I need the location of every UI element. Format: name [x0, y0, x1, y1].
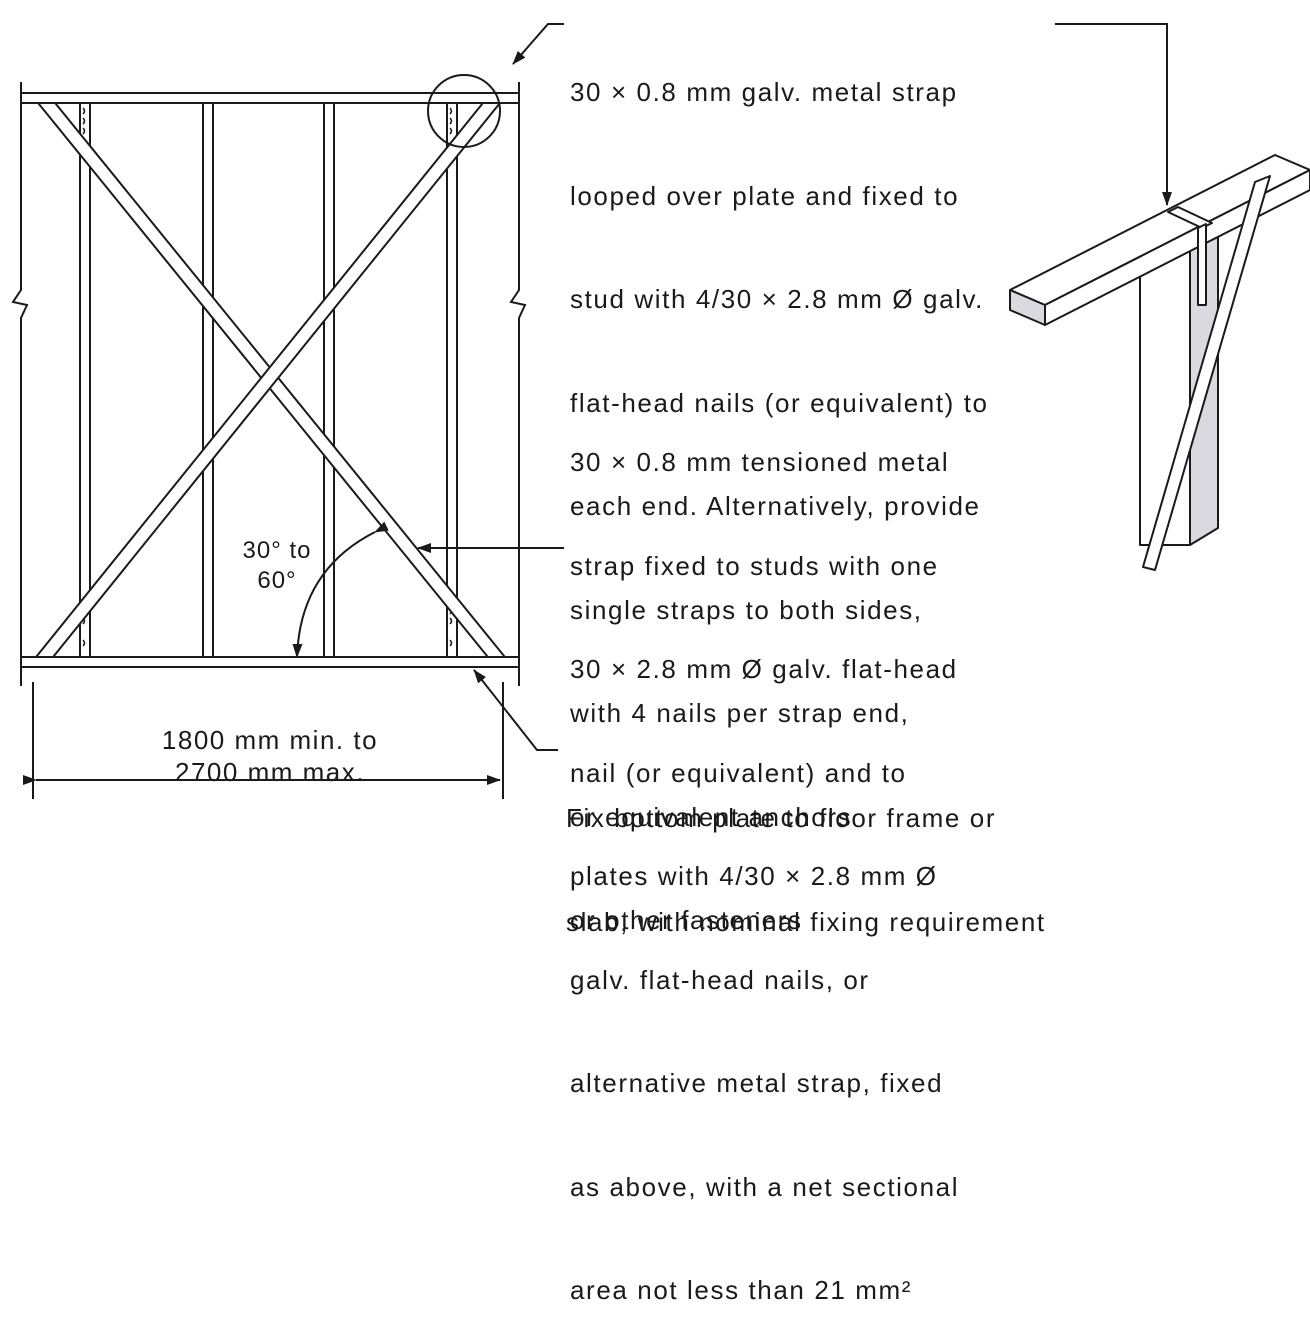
dimension-label-line: 1800 mm min. to: [161, 725, 379, 755]
strap-down-stud: [1197, 223, 1207, 306]
stud: [79, 102, 91, 659]
angle-arc: [292, 521, 389, 658]
bottom-plate: [20, 656, 520, 668]
dimension-label-line: 2700 mm max.: [175, 757, 365, 787]
note-line: area not less than 21 mm²: [570, 1275, 913, 1305]
dimension-label: 1800 mm min. to 2700 mm max.: [100, 724, 440, 788]
note-line: nail (or equivalent) and to: [570, 757, 907, 788]
note-line: 30 × 0.8 mm tensioned metal: [570, 447, 950, 477]
angle-label-line: 60°: [257, 567, 297, 594]
wall-plates: [20, 92, 520, 668]
note-line: 30 × 2.8 mm Ø galv. flat-head: [570, 654, 958, 684]
note-line: 30 × 0.8 mm galv. metal strap: [570, 77, 958, 107]
note-line: as above, with a net sectional: [570, 1171, 960, 1202]
note-line: stud with 4/30 × 2.8 mm Ø galv.: [570, 284, 985, 314]
wall-bracing-diagram: [11, 23, 1310, 799]
note-line: with 4 nails per strap end,: [570, 698, 910, 728]
note-line: flat-head nails (or equivalent) to: [570, 387, 989, 418]
note-line: single straps to both sides,: [570, 594, 923, 625]
detail-circle: [427, 74, 501, 148]
bottom-plate-note: Fix bottom plate to floor frame or slab,…: [566, 732, 1046, 974]
top-plate-side-face: [1044, 169, 1310, 326]
top-plate: [20, 92, 520, 104]
note-line: alternative metal strap, fixed: [570, 1068, 944, 1098]
stud: [202, 102, 214, 659]
note-line: looped over plate and fixed to: [570, 180, 960, 211]
leader-top-strap: [512, 23, 564, 65]
angle-label-line: 30° to: [242, 537, 312, 564]
diagonal-strap: [1142, 175, 1271, 571]
wall-edge-lines: [11, 82, 527, 686]
leader-bottom-plate: [473, 669, 558, 751]
note-line: strap fixed to studs with one: [570, 550, 939, 581]
note-line: slab, with nominal fixing requirement: [566, 906, 1046, 937]
strap-over-plate: [1167, 206, 1213, 229]
isometric-strap-detail: [1009, 154, 1310, 571]
leader-detail-view: [1055, 23, 1172, 206]
width-dimension: [23, 682, 504, 799]
angle-label: 30° to 60°: [222, 536, 332, 596]
note-line: each end. Alternatively, provide: [570, 491, 981, 521]
stud: [446, 102, 458, 659]
note-line: Fix bottom plate to floor frame or: [566, 803, 997, 833]
leader-lines: [417, 23, 1172, 751]
